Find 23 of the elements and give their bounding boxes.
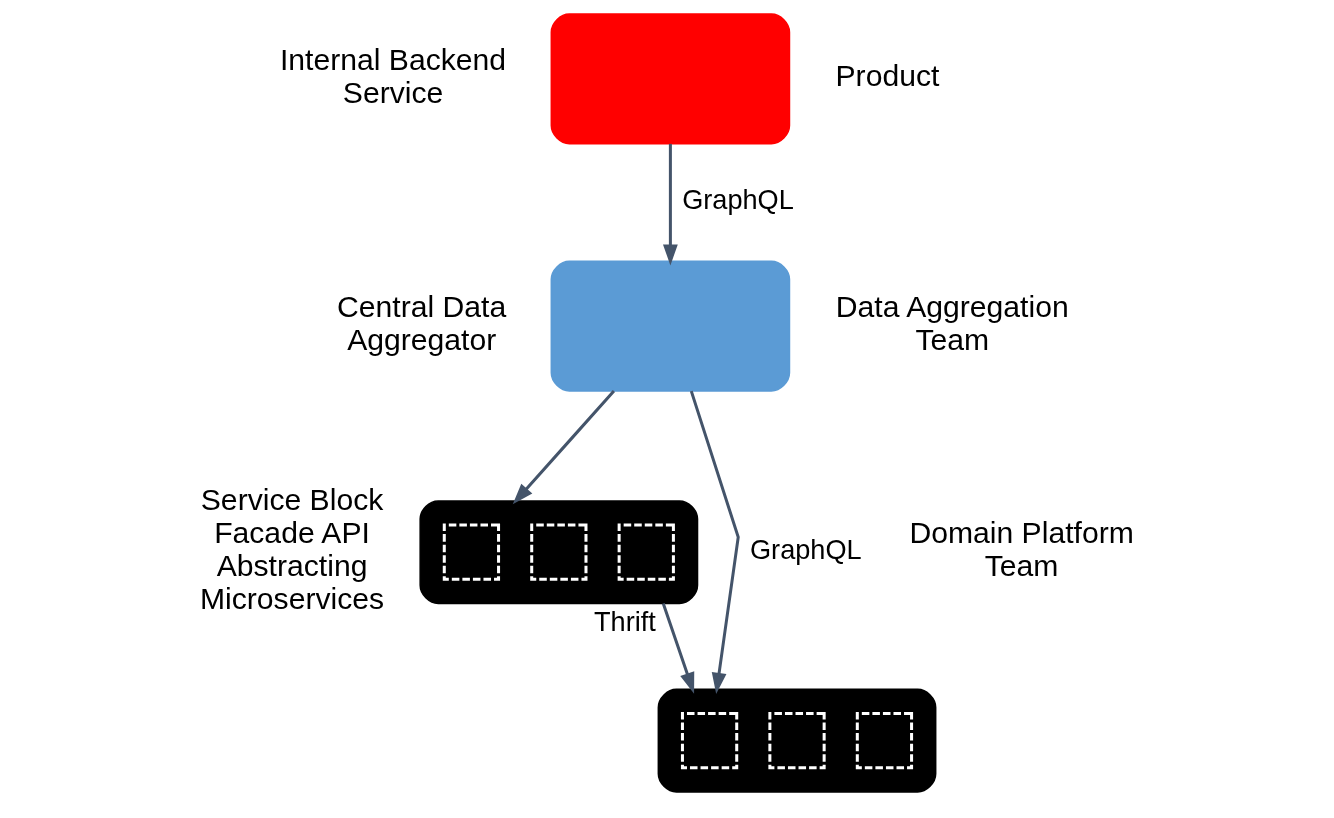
edge-label: GraphQL xyxy=(682,184,793,216)
cluster xyxy=(657,688,937,793)
node-label: Domain Platform Team xyxy=(909,516,1134,583)
arrow xyxy=(663,143,678,266)
arrow xyxy=(512,389,616,505)
node-label: Central Data Aggregator xyxy=(337,290,507,357)
node-label: Product xyxy=(835,59,940,93)
cluster xyxy=(419,500,699,605)
arrow xyxy=(661,602,695,694)
node-label: Internal Backend Service xyxy=(279,42,507,109)
node-box xyxy=(442,523,501,581)
node-box xyxy=(617,523,675,581)
arrow xyxy=(689,390,740,694)
node-box xyxy=(768,712,826,770)
edge-label: Thrift xyxy=(594,605,656,637)
node-box xyxy=(680,712,739,770)
node-label: Data Aggregation Team xyxy=(835,290,1069,357)
node-box xyxy=(550,13,791,145)
edge-label: GraphQL xyxy=(750,533,861,565)
node-box xyxy=(855,712,914,770)
node-box xyxy=(550,260,791,392)
node-box xyxy=(530,523,588,581)
node-label: Service Block Facade API Abstracting Microservices xyxy=(199,482,385,616)
